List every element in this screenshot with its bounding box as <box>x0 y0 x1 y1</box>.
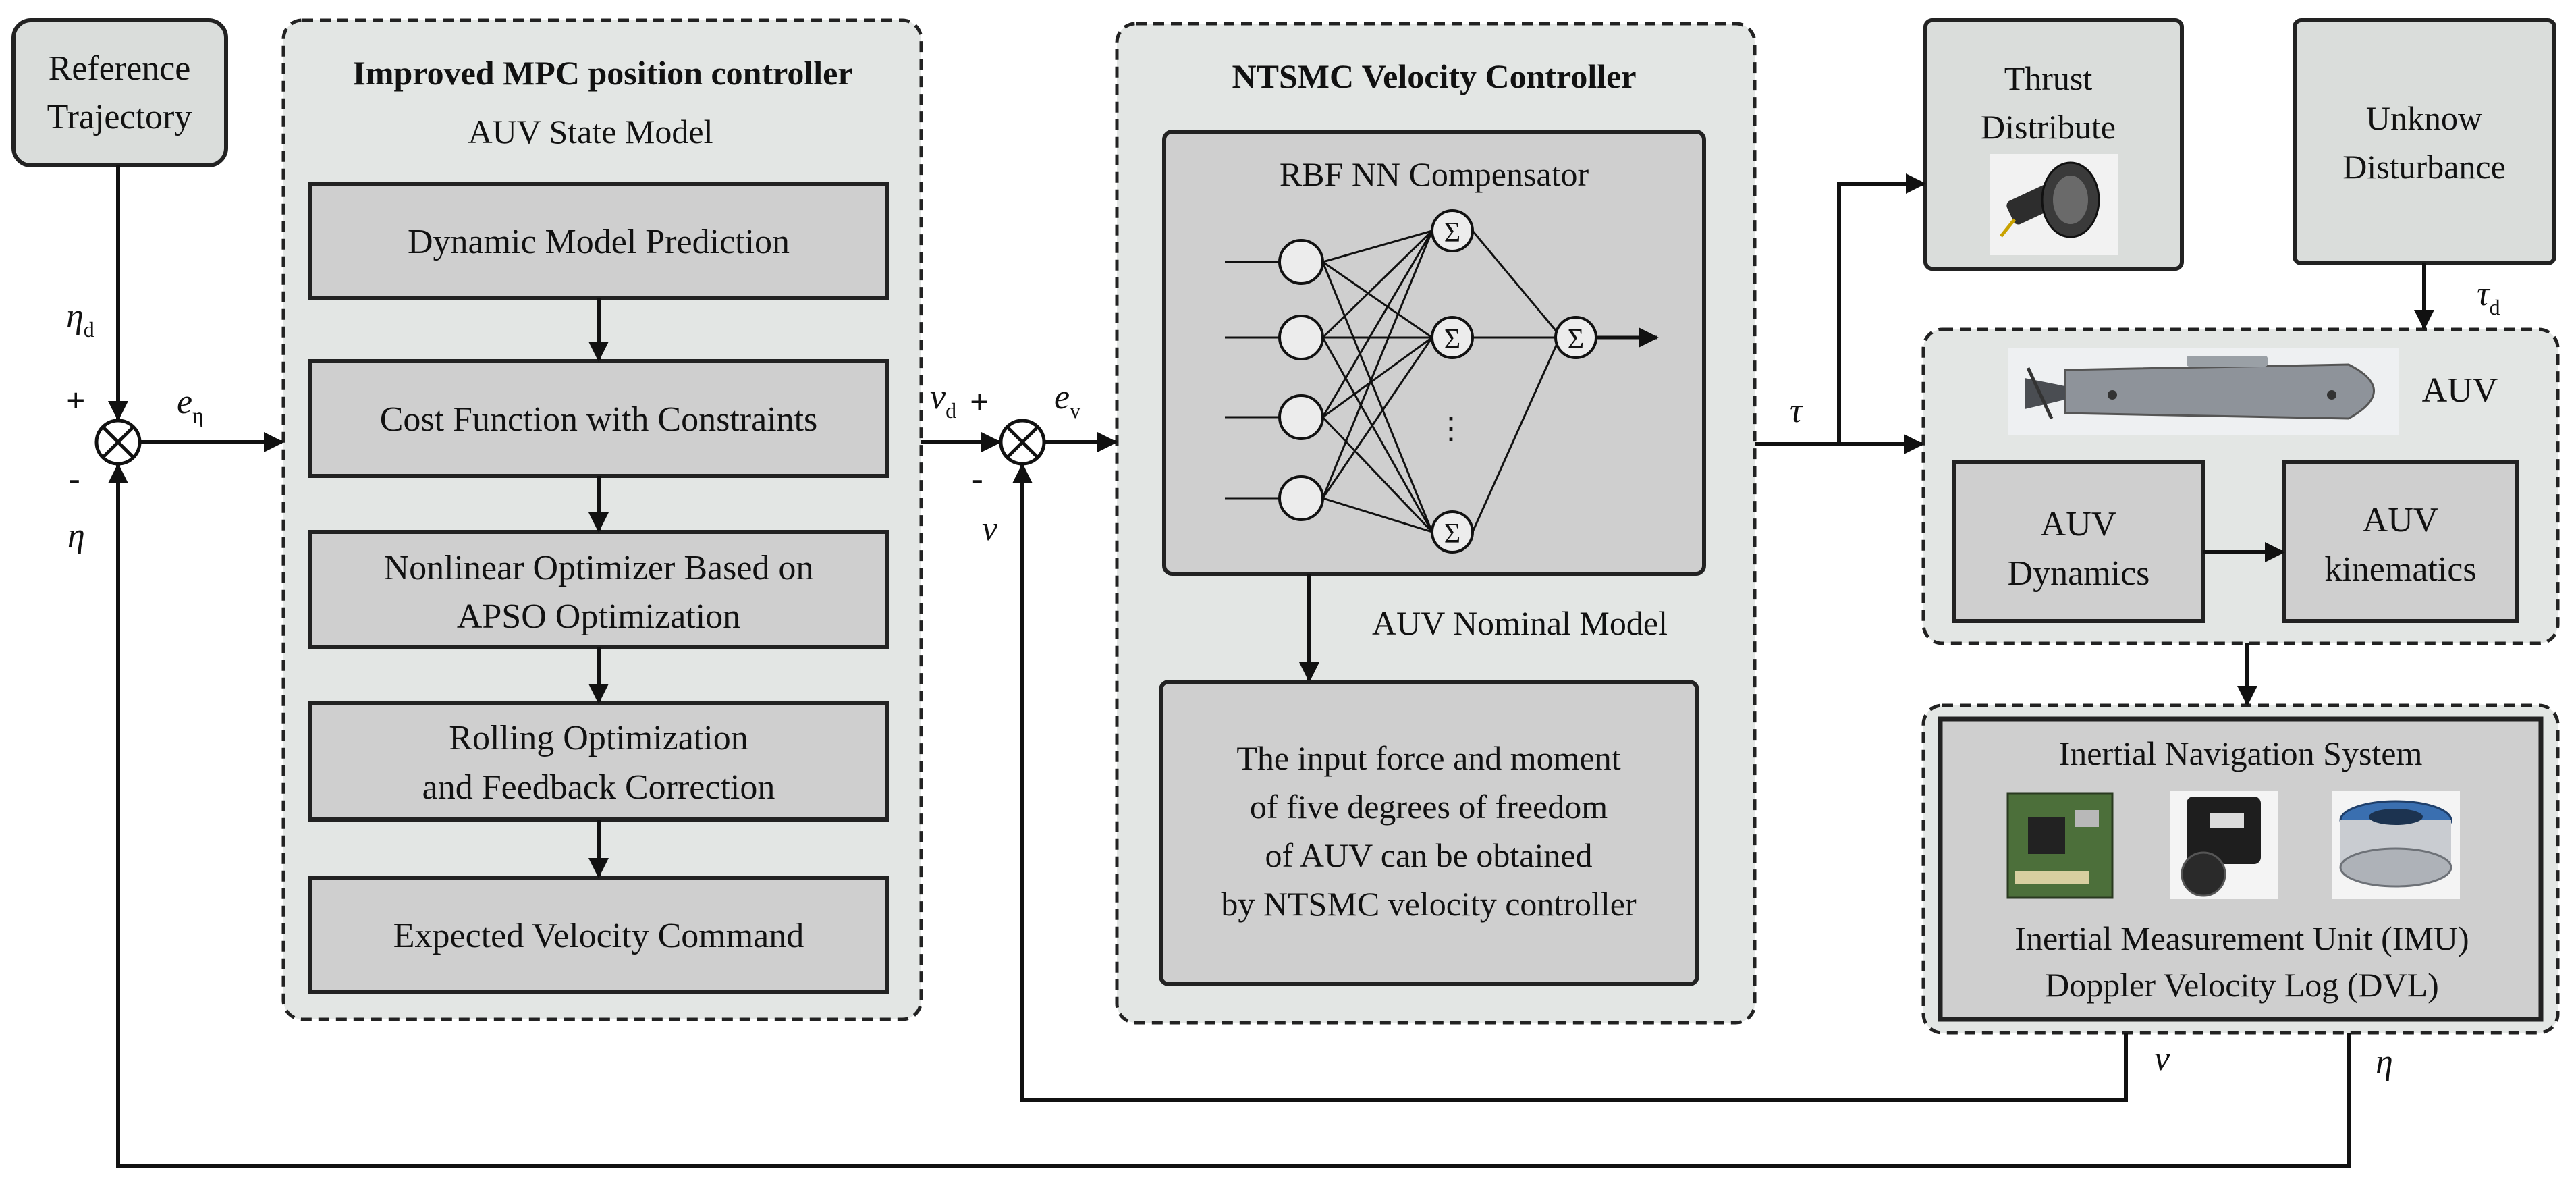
mpc-step-5-text: Expected Velocity Command <box>393 917 804 955</box>
dvl-label: Doppler Velocity Log (DVL) <box>2045 966 2439 1004</box>
auv-kinematics-box <box>2282 460 2519 623</box>
mpc-title: Improved MPC position controller <box>352 54 852 92</box>
position-feedback-line <box>108 463 2351 1168</box>
mpc-step-1: Dynamic Model Prediction <box>308 182 889 300</box>
nn-hidden-sigma: Σ <box>1444 217 1460 248</box>
rbf-nn-box <box>1162 130 1706 576</box>
nn-input-node <box>1278 315 1324 360</box>
ntsmc-output-line2: of five degrees of freedom <box>1250 788 1608 826</box>
mpc-step-3-line1: Nonlinear Optimizer Based on <box>384 549 814 587</box>
ntsmc-output-box <box>1159 680 1699 986</box>
summing-junction-position <box>94 419 142 466</box>
reference-trajectory-box <box>11 18 228 167</box>
v-feedback-label: v <box>982 510 998 548</box>
tau-to-thrust-arrow <box>1837 173 1926 444</box>
thruster-image <box>1990 154 2118 255</box>
nn-hidden-node <box>1431 510 1474 554</box>
auv-dynamics-line1: AUV <box>2041 505 2117 543</box>
auv-dynamics-line2: Dynamics <box>2008 554 2150 593</box>
v-d-label: vd <box>930 378 956 423</box>
nn-hidden-sigma: Σ <box>1444 324 1460 355</box>
imu-board-image <box>2006 792 2114 899</box>
neural-network-graph <box>1225 230 1559 533</box>
eta-d-label: ηd <box>66 297 94 342</box>
imu-label: Inertial Measurement Unit (IMU) <box>2015 919 2469 957</box>
plus-sign-position: + <box>66 381 86 419</box>
mpc-step-2: Cost Function with Constraints <box>308 359 889 478</box>
ins-title: Inertial Navigation System <box>2059 734 2423 772</box>
mpc-step-3-line2: APSO Optimization <box>457 597 740 636</box>
nominal-model-label: AUV Nominal Model <box>1372 604 1668 642</box>
unknown-disturbance-box <box>2293 18 2556 265</box>
ntsmc-output-line3: of AUV can be obtained <box>1265 836 1592 874</box>
tau-d-label: τd <box>2477 275 2500 319</box>
mpc-step-5: Expected Velocity Command <box>308 876 889 994</box>
reference-label-line1: Reference <box>49 49 191 88</box>
mpc-step-4-line1: Rolling Optimization <box>449 719 748 757</box>
mpc-step-4-line2: and Feedback Correction <box>422 768 775 807</box>
auv-dynamics-box <box>1952 460 2205 623</box>
mpc-step-4: Rolling Optimization and Feedback Correc… <box>308 701 889 822</box>
tau-label: τ <box>1790 392 1804 430</box>
eta-output-label: η <box>2376 1043 2393 1081</box>
nn-hidden-sigma: Σ <box>1444 518 1460 549</box>
auv-kinematics-line1: AUV <box>2363 501 2439 539</box>
thrust-label-line1: Thrust <box>2004 59 2093 97</box>
nn-output-sigma: Σ <box>1568 324 1584 355</box>
nn-input-node <box>1278 239 1324 285</box>
nn-input-node <box>1278 475 1324 521</box>
mpc-step-1-text: Dynamic Model Prediction <box>408 223 790 261</box>
plus-sign-velocity: + <box>970 383 989 421</box>
nn-hidden-node <box>1431 316 1474 359</box>
dvl-image <box>2332 791 2460 899</box>
rbf-nn-title: RBF NN Compensator <box>1280 155 1589 193</box>
ntsmc-output-line4: by NTSMC velocity controller <box>1221 885 1637 923</box>
imu-sensor-image <box>2170 791 2278 899</box>
thrust-label-line2: Distribute <box>1981 108 2116 146</box>
eta-feedback-label: η <box>67 516 85 555</box>
auv-vehicle-image <box>2008 348 2399 435</box>
disturbance-label-line1: Unknow <box>2366 99 2482 137</box>
mpc-group <box>281 18 923 1021</box>
auv-label: AUV <box>2422 371 2498 410</box>
mpc-step-3: Nonlinear Optimizer Based on APSO Optimi… <box>308 530 889 649</box>
e-eta-label: eη <box>177 383 204 427</box>
velocity-feedback-line <box>1012 463 2128 1102</box>
v-output-label: v <box>2154 1040 2170 1078</box>
mpc-state-model-label: AUV State Model <box>468 113 713 151</box>
nn-ellipsis: ⋮ <box>1435 411 1467 446</box>
e-v-label: ev <box>1054 378 1080 423</box>
minus-sign-position: - <box>69 459 80 497</box>
nn-input-node <box>1278 394 1324 440</box>
nn-hidden-node <box>1431 209 1474 252</box>
auv-kinematics-line2: kinematics <box>2324 550 2476 589</box>
mpc-step-2-text: Cost Function with Constraints <box>380 400 818 439</box>
disturbance-label-line2: Disturbance <box>2342 148 2506 186</box>
reference-label-line2: Trajectory <box>47 98 192 136</box>
ntsmc-title: NTSMC Velocity Controller <box>1232 57 1636 95</box>
summing-junction-velocity <box>999 419 1046 466</box>
ntsmc-output-line1: The input force and moment <box>1236 739 1620 777</box>
minus-sign-velocity: - <box>972 459 983 497</box>
